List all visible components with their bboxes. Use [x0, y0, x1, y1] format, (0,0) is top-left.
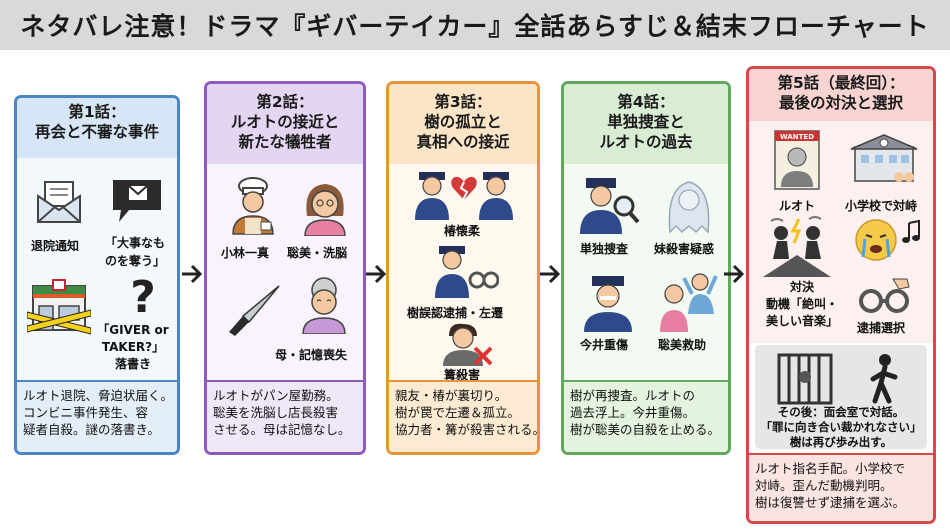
police-pair-icon	[415, 172, 513, 220]
episode-4-column: 第4話： 単独捜査と ルオトの過去 単独捜査 妹殺害疑惑 今井重傷	[561, 81, 731, 455]
episode-5-column: 第5話（最終回）： 最後の対決と選択 WANTED ルオト 小学校で対峙	[746, 66, 936, 524]
label-sister: 妹殺害疑惑	[654, 242, 715, 256]
broken-heart-icon	[451, 176, 477, 201]
injured-officer-icon	[584, 276, 632, 332]
arrow-right-icon	[182, 264, 203, 284]
svg-text:?: ?	[130, 272, 156, 318]
label-graffiti: 「GIVER or TAKER?」 落書き	[97, 323, 169, 371]
label-solo: 単独捜査	[580, 242, 629, 256]
label-arrest: 樹誤認逮捕・左遷	[407, 306, 504, 320]
wanted-poster-icon: WANTED	[774, 130, 820, 190]
label-threat: 「大事なも のを奪う」	[105, 236, 166, 268]
episode-1-summary: ルオト退院、脅迫状届く。 コンビニ事件発生、容 疑者自殺。謎の落書き。	[17, 380, 177, 452]
label-confront: 対決 動機「絶叫・ 美しい音楽」	[765, 280, 838, 328]
episode-3-summary: 親友・椿が裏切り。 樹が罠で左遷＆孤立。 協力者・篝が殺害される。	[389, 380, 537, 452]
episode-3-heading: 第3話： 樹の孤立と 真相への接近	[389, 84, 537, 164]
label-murder: 篝殺害	[444, 368, 481, 382]
woman-icon	[304, 184, 346, 236]
label-rescue: 聡美救助	[658, 338, 707, 352]
label-brainwash: 聡美・洗脳	[287, 246, 348, 260]
handcuffs-icon	[468, 271, 499, 289]
episode-5-body: WANTED ルオト 小学校で対峙	[749, 121, 933, 343]
knife-icon	[229, 285, 280, 336]
episode-3-body: 椿懐柔 樹誤認逮捕・左遷 篝殺害	[389, 164, 537, 382]
aftermath-text: その後：面会室で対話。 「罪に向き合い裁かれなさい」 樹は再び歩み出す。	[760, 405, 922, 449]
episode-1-heading: 第1話： 再会と不審な事件	[17, 98, 177, 158]
episode-5-heading: 第5話（最終回）： 最後の対決と選択	[749, 69, 933, 121]
detective-icon	[580, 178, 640, 234]
episode-3-column: 第3話： 樹の孤立と 真相への接近 椿懐柔	[386, 81, 540, 455]
convenience-store-icon	[27, 279, 91, 335]
episode-4-heading: 第4話： 単独捜査と ルオトの過去	[564, 84, 728, 164]
label-baker: 小林一真	[221, 246, 270, 260]
episode-2-body: 小林一真 聡美・洗脳 母・記憶喪失	[207, 164, 363, 380]
episode-4-summary: 樹が再捜査。ルオトの 過去浮上。今井重傷。 樹が聡美の自殺を止める。	[564, 380, 728, 452]
crying-face-icon	[855, 219, 897, 261]
aftermath-panel: その後：面会室で対話。 「罪に向き合い裁かれなさい」 樹は再び歩み出す。	[755, 345, 927, 449]
prison-bars-icon	[777, 353, 833, 405]
page-title: ネタバレ注意！ドラマ『ギバーテイカー』全話あらすじ＆結末フローチャート	[20, 12, 930, 41]
label-mother: 母・記憶喪失	[275, 348, 348, 362]
walking-person-icon	[870, 354, 898, 404]
arrow-right-icon	[366, 264, 387, 284]
episode-2-summary: ルオトがパン屋勤務。 聡美を洗脳し店長殺害 させる。母は記憶なし。	[207, 380, 363, 452]
episode-1-body: 退院通知 「大事なも のを奪う」 ? 「GIVER or TAKER?」 落書	[17, 158, 177, 380]
episode-5-summary: ルオト指名手配。小学校で 対峙。歪んだ動機判明。 樹は復讐せず逮捕を選ぶ。	[749, 453, 933, 521]
handcuffs-icon	[859, 278, 910, 313]
envelope-icon	[37, 181, 81, 223]
baker-icon	[232, 177, 274, 235]
police-handcuff-icon	[435, 246, 499, 298]
ghost-girl-icon	[668, 181, 710, 234]
man-icon	[443, 323, 493, 366]
school-icon	[850, 134, 918, 182]
label-imai: 今井重傷	[580, 338, 629, 352]
red-x-icon	[473, 346, 493, 366]
title-bar: ネタバレ注意！ドラマ『ギバーテイカー』全話あらすじ＆結末フローチャート	[0, 0, 950, 50]
label-arrest-choice: 逮捕選択	[857, 321, 906, 335]
confrontation-icon	[763, 216, 831, 277]
chat-bubble-icon	[113, 180, 161, 222]
label-discharge: 退院通知	[31, 239, 80, 253]
arrow-right-icon	[540, 264, 561, 284]
arrow-right-icon	[724, 264, 745, 284]
episode-4-body: 単独捜査 妹殺害疑惑 今井重傷 聡美救助	[564, 164, 728, 380]
wanted-tag: WANTED	[780, 133, 814, 141]
elderly-woman-icon	[302, 277, 346, 334]
label-school: 小学校で対峙	[845, 199, 918, 213]
label-tsubaki: 椿懐柔	[444, 224, 481, 238]
rescue-icon	[660, 273, 718, 332]
episode-1-column: 第1話： 再会と不審な事件 退院通知 「大事なも のを奪う」	[14, 95, 180, 455]
episode-2-column: 第2話： ルオトの接近と 新たな犠牲者 小林一真 聡美・洗脳	[204, 81, 366, 455]
music-note-icon	[902, 219, 920, 243]
question-mark-icon: ?	[130, 272, 156, 318]
label-ruoto: ルオト	[779, 199, 816, 213]
episode-2-heading: 第2話： ルオトの接近と 新たな犠牲者	[207, 84, 363, 164]
